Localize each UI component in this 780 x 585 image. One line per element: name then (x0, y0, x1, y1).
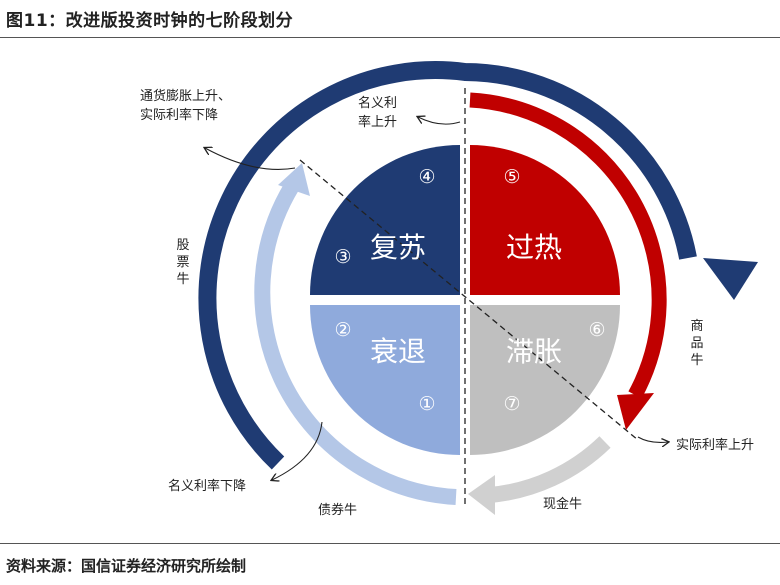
recovery-quadrant (310, 145, 460, 295)
phase-number: ① (418, 393, 435, 415)
commodity-bull-arrow (469, 92, 667, 399)
stagflation-quadrant (470, 305, 620, 455)
cash-bull-arrowhead (468, 475, 495, 515)
source-note: 资料来源：国信证券经济研究所绘制 (6, 557, 247, 575)
nominal-rate-down-annotation: 名义利率下降 (168, 478, 246, 494)
bond-bull-label: 债券牛 (318, 502, 357, 518)
stock-bull-arrowhead (703, 258, 758, 300)
figure-title: 图11：改进版投资时钟的七阶段划分 (6, 11, 294, 31)
source-rule (0, 543, 780, 544)
commodity-bull-label-char: 牛 (690, 353, 703, 368)
phase-number: ⑤ (503, 166, 520, 188)
real-rate-down-annotation: 实际利率下降 (140, 107, 218, 123)
phase-number: ③ (334, 246, 351, 268)
commodity-bull-label-char: 品 (690, 336, 703, 351)
nominal-rate-up-callout-arrow (418, 117, 461, 125)
overheat-quadrant (470, 145, 620, 295)
cash-bull-label: 现金牛 (543, 496, 582, 512)
recession-label: 衰退 (370, 335, 426, 368)
stagflation-label: 滞胀 (506, 335, 562, 368)
phase-number: ④ (418, 166, 435, 188)
inflation-rise-annotation: 通货膨胀上升、 (140, 88, 231, 104)
stock-bull-label-char: 股 (176, 238, 189, 253)
bond-bull-arrow (254, 181, 457, 505)
recovery-label: 复苏 (370, 231, 426, 264)
stock-bull-label-char: 票 (176, 255, 189, 270)
phase-number: ⑥ (588, 319, 605, 341)
real-rate-up-annotation: 实际利率上升 (676, 437, 754, 453)
title-rule (0, 37, 780, 38)
inflation-callout-arrow (205, 148, 296, 170)
phase-number: ⑦ (503, 393, 520, 415)
bond-bull-arrowhead (278, 163, 310, 196)
stock-bull-arrow (198, 61, 697, 470)
real-rate-up-callout-arrow (637, 436, 668, 442)
overheat-label: 过热 (506, 231, 562, 264)
recession-quadrant (310, 305, 460, 455)
commodity-bull-arrowhead (617, 393, 654, 430)
stock-bull-label-char: 牛 (176, 272, 189, 287)
cash-bull-arrow (489, 436, 611, 503)
nominal-rate-up-annotation-line2: 率上升 (358, 114, 397, 130)
nominal-rate-up-annotation: 名义利 (358, 95, 397, 111)
phase-number: ② (334, 319, 351, 341)
commodity-bull-label-char: 商 (690, 319, 703, 334)
diagonal-dashed-axis (299, 159, 639, 441)
nominal-rate-down-callout-arrow (272, 421, 323, 480)
